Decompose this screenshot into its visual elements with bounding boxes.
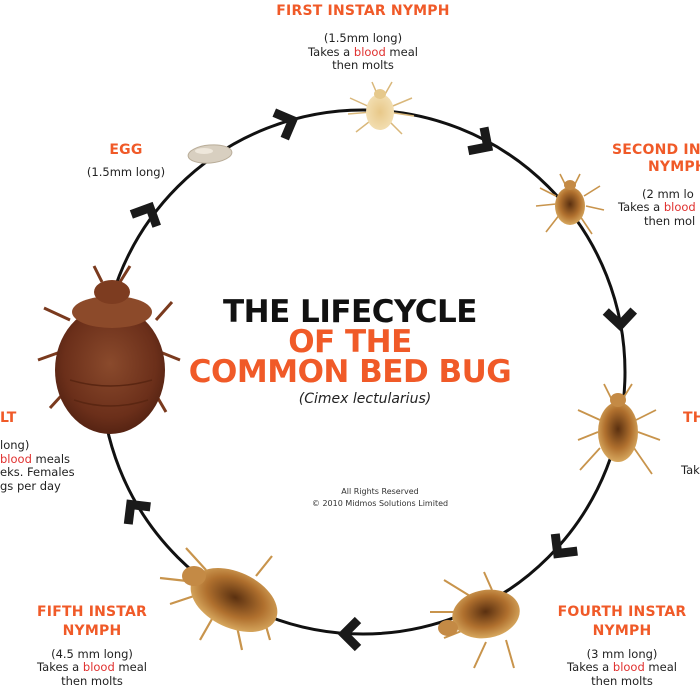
- adult-eggs: gs per day: [0, 479, 61, 494]
- arrow-icon: [129, 201, 161, 228]
- adult-bed-bug-image: [37, 265, 181, 434]
- first-instar-nymph-image: [347, 81, 415, 135]
- fifth-instar-title: FIFTH INSTAR: [37, 604, 147, 620]
- fourth-instar-nymph-image: [430, 571, 520, 669]
- first-instar-size: (1.5mm long): [323, 30, 403, 45]
- arrow-icon: [550, 533, 578, 559]
- arrow-icon: [123, 499, 151, 525]
- second-instar-title: SECOND IN: [612, 142, 700, 158]
- fourth-instar-label: FOURTH INSTAR NYMPH (3 mm long) Takes a …: [540, 604, 700, 689]
- copyright-line-2: © 2010 Midmos Solutions Limited: [311, 499, 449, 508]
- fifth-instar-size: (4.5 mm long): [51, 646, 133, 661]
- egg-image: [187, 144, 233, 164]
- third-instar-meal: Take: [681, 462, 700, 477]
- adult-meals: blood meals: [0, 451, 71, 466]
- egg-label: EGG (1.5mm long): [86, 142, 166, 180]
- arrow-icon: [337, 616, 362, 652]
- direction-arrows: [123, 108, 638, 652]
- copyright-line-1: All Rights Reserved: [341, 487, 419, 496]
- third-instar-title: TH: [683, 410, 700, 426]
- scientific-name: (Cimex lectularius): [298, 391, 432, 407]
- title-line-1: THE LIFECYCLE: [223, 294, 477, 330]
- fifth-instar-label: FIFTH INSTAR NYMPH (4.5 mm long) Takes a…: [14, 604, 170, 689]
- adult-label: LT long) blood meals eks. Females gs per…: [0, 410, 75, 494]
- title-line-3: COMMON BED BUG: [188, 354, 512, 390]
- second-instar-nymph-image: [535, 173, 605, 235]
- second-instar-label: SECOND IN NYMPH (2 mm lo Takes a blood t…: [612, 142, 700, 229]
- first-instar-meal: Takes a blood meal: [308, 44, 418, 59]
- second-instar-meal: Takes a blood: [618, 200, 696, 215]
- fifth-instar-molts: then molts: [61, 674, 123, 689]
- fourth-instar-title: FOURTH INSTAR: [557, 604, 687, 620]
- second-instar-size: (2 mm lo: [642, 186, 694, 201]
- fourth-instar-molts: then molts: [591, 674, 653, 689]
- first-instar-molts: then molts: [332, 58, 394, 73]
- adult-size: long): [0, 437, 30, 452]
- fourth-instar-title-2: NYMPH: [592, 622, 652, 639]
- second-instar-title-2: NYMPH: [648, 158, 700, 175]
- title-line-2: OF THE: [288, 324, 412, 360]
- adult-title: LT: [0, 410, 17, 426]
- first-instar-title: FIRST INSTAR NYMPH: [276, 3, 450, 19]
- arrow-icon: [272, 108, 299, 141]
- fifth-instar-title-2: NYMPH: [62, 622, 122, 639]
- egg-desc: (1.5mm long): [86, 164, 166, 179]
- second-instar-molts: then mol: [644, 214, 696, 229]
- fifth-instar-nymph-image: [159, 547, 278, 651]
- third-instar-label: TH Take: [681, 410, 700, 478]
- arrow-icon: [467, 126, 494, 156]
- fifth-instar-meal: Takes a blood meal: [37, 660, 147, 675]
- arrow-icon: [602, 307, 638, 332]
- first-instar-label: FIRST INSTAR NYMPH (1.5mm long) Takes a …: [263, 3, 463, 73]
- adult-females: eks. Females: [0, 465, 75, 480]
- third-instar-nymph-image: [577, 383, 661, 475]
- fourth-instar-size: (3 mm long): [586, 646, 658, 661]
- fourth-instar-meal: Takes a blood meal: [567, 660, 677, 675]
- egg-title: EGG: [109, 142, 143, 158]
